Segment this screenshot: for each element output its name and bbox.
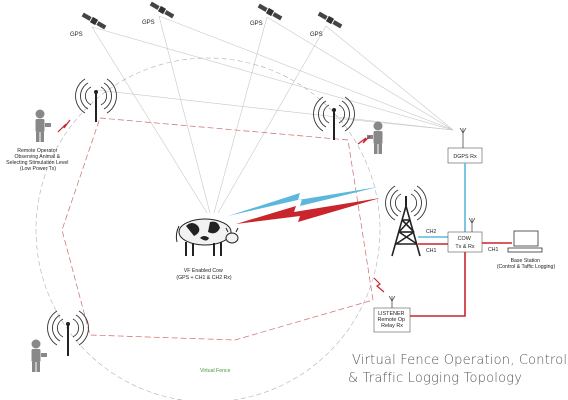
gps-label-1: GPS [70, 32, 83, 38]
base-station-computer-icon [507, 230, 543, 253]
ch1-base-label: CH1 [488, 247, 498, 253]
antenna-right [313, 96, 355, 140]
virtual-fence-boundary [61, 117, 374, 341]
small-lightning-icon-2 [357, 135, 371, 145]
diagram-title-line-2: & Traffic Logging Topology [348, 371, 522, 386]
listener-relay-box [373, 307, 411, 333]
coverage-area-circle [35, 57, 381, 400]
person-icon-right [367, 121, 383, 154]
remote-operator-person-icon [35, 109, 51, 142]
gps-label-3: GPS [250, 21, 263, 27]
small-lightning-icon-1 [57, 119, 71, 133]
cow-label: VF Enabled Cow (GPS + CH1 & CH2 Rx) [176, 268, 231, 281]
listener-antenna-icon [388, 295, 396, 308]
cow-box-antenna-icon [468, 217, 476, 232]
base-station-label: Base Station (Control & Taffic Logging) [497, 258, 556, 270]
gps-satellite-1: GPS [70, 12, 107, 38]
cell-tower-icon [391, 196, 421, 257]
remote-operator-label: Remote Operator Observing Animal & Selec… [6, 148, 70, 172]
dgps-rx-label: DGPS Rx [453, 154, 477, 160]
virtual-fence-label: Virtual Fence [200, 368, 231, 374]
gps-label-4: GPS [310, 32, 323, 38]
gps-satellite-4: GPS [310, 11, 343, 38]
cow-icon [175, 218, 239, 256]
gps-label-2: GPS [142, 20, 155, 26]
person-icon-bottom-left [31, 339, 47, 372]
dgps-antenna-icon [459, 127, 467, 148]
gps-satellite-3: GPS [250, 3, 283, 27]
cow-to-listener-link [410, 252, 466, 317]
ch1-label: CH1 [426, 248, 436, 254]
small-lightning-icon-3 [373, 277, 385, 293]
listener-box-label: LISTENER Remote Op Relay Rx [377, 311, 406, 329]
ch2-lightning-bolt [228, 187, 378, 216]
gps-signal-lines [91, 15, 454, 214]
antenna-bottom-left [47, 310, 89, 356]
diagram-title-line-1: Virtual Fence Operation, Control [352, 353, 567, 368]
antenna-top-left [75, 78, 117, 122]
ch2-label: CH2 [426, 229, 436, 235]
cow-box-label: COW Tx & Rx [455, 236, 474, 250]
ch1-lightning-bolt [236, 198, 380, 224]
gps-satellite-2: GPS [142, 1, 175, 26]
